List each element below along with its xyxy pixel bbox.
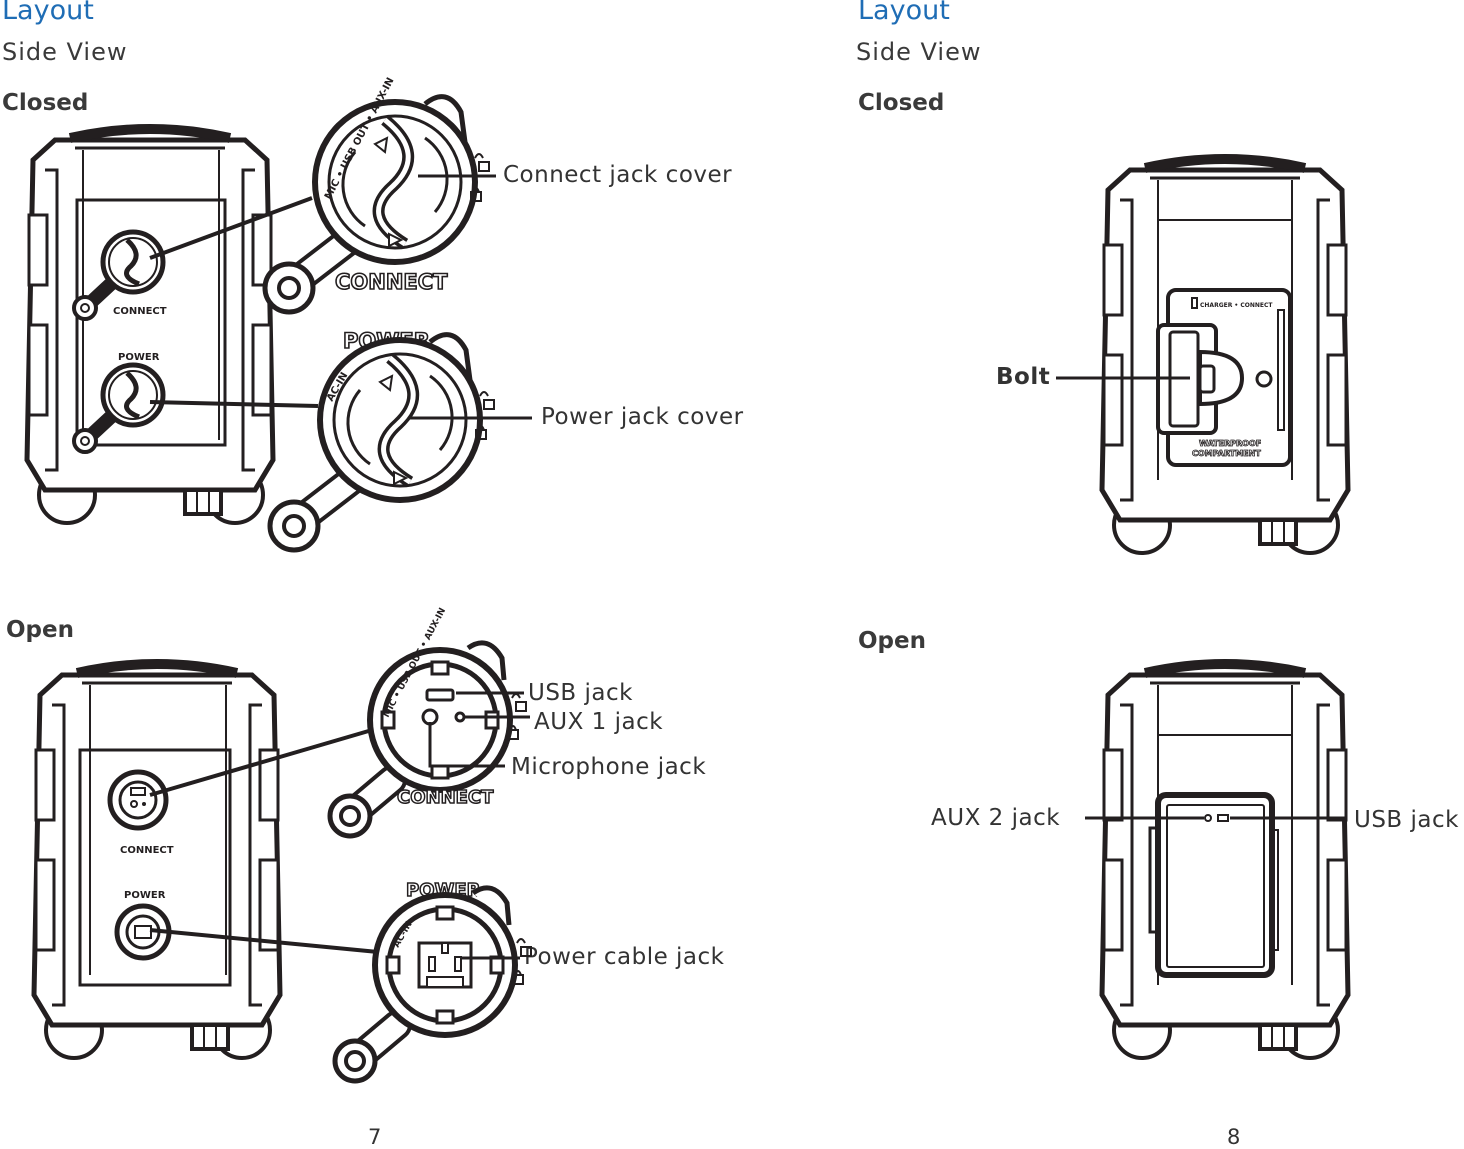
big-connect-label: CONNECT xyxy=(335,270,448,294)
small-power-label: POWER xyxy=(118,352,160,363)
right-open-label: Open xyxy=(858,628,926,654)
callout-usb-jack: USB jack xyxy=(528,680,633,706)
callout-power-cable-jack: Power cable jack xyxy=(524,944,725,970)
small-connect-jack-open xyxy=(107,769,169,831)
aux1-port-icon xyxy=(454,711,466,723)
microphone-port-icon xyxy=(421,708,439,726)
left-page-number: 7 xyxy=(368,1125,382,1149)
leader-connect-dial xyxy=(149,196,313,260)
right-page-number: 8 xyxy=(1227,1125,1241,1149)
left-page-subtitle: Side View xyxy=(2,38,128,66)
callout-power-jack-cover: Power jack cover xyxy=(541,404,744,430)
big-connect-jack-open xyxy=(330,643,526,836)
small-connect-label-open: CONNECT xyxy=(120,845,174,856)
small-power-label-open: POWER xyxy=(124,890,166,901)
right-page-subtitle: Side View xyxy=(856,38,982,66)
callout-connect-jack-cover: Connect jack cover xyxy=(503,162,733,188)
waterproof-label-line1: WATERPROOF xyxy=(1199,439,1261,448)
usb-port-icon xyxy=(425,688,455,702)
left-page-title: Layout xyxy=(2,0,94,26)
big-power-dial-closed xyxy=(270,335,494,550)
leader-microphone-jack xyxy=(428,722,505,768)
leader-connect-jack-open xyxy=(149,728,373,797)
callout-aux1-jack: AUX 1 jack xyxy=(534,709,664,735)
callout-aux2-jack: AUX 2 jack xyxy=(931,805,1061,831)
right-page-title: Layout xyxy=(858,0,950,26)
speaker-left-closed xyxy=(27,129,273,523)
usb-port-icon-right xyxy=(1217,814,1229,822)
waterproof-compartment-open xyxy=(1148,792,1279,978)
left-closed-label: Closed xyxy=(2,90,89,116)
leader-power-jack-open xyxy=(149,928,379,954)
big-power-jack-open xyxy=(335,888,531,1081)
waterproof-label-line2: COMPARTMENT xyxy=(1192,449,1261,458)
callout-bolt: Bolt xyxy=(996,364,1051,390)
callout-microphone-jack: Microphone jack xyxy=(511,754,707,780)
leader-power-dial xyxy=(149,400,319,408)
right-closed-label: Closed xyxy=(858,90,945,116)
small-connect-label: CONNECT xyxy=(113,306,167,317)
charger-connect-label: CHARGER • CONNECT xyxy=(1200,302,1273,309)
left-open-label: Open xyxy=(6,617,74,643)
aux2-port-icon xyxy=(1204,814,1212,822)
big-connect-label-open: CONNECT xyxy=(397,787,494,808)
small-power-jack-open xyxy=(114,903,172,961)
callout-usb-jack-right: USB jack xyxy=(1354,807,1459,833)
speaker-left-open xyxy=(34,664,280,1058)
